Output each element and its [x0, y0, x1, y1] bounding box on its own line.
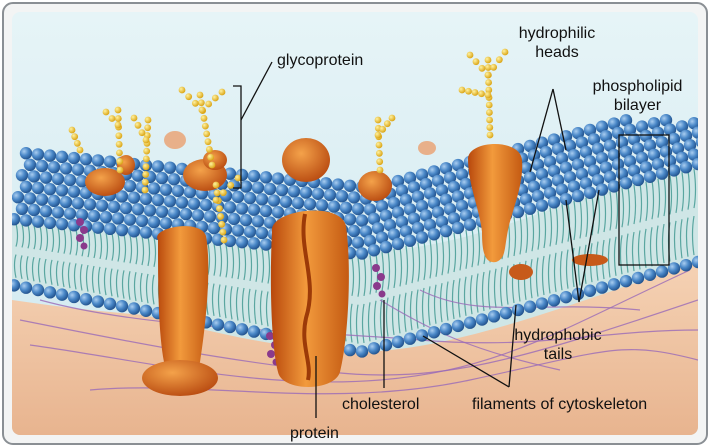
hydrophobic-tails-line1: hydrophobic: [506, 326, 610, 345]
hydrophobic-tails-label: hydrophobic tails: [506, 326, 610, 364]
protein-label: protein: [290, 424, 339, 443]
glycoprotein-label: glycoprotein: [277, 51, 363, 70]
hydrophilic-heads-label: hydrophilic heads: [511, 24, 603, 62]
phospholipid-bilayer-line1: phospholipid: [580, 77, 695, 96]
hydrophilic-heads-line2: heads: [511, 43, 603, 62]
hydrophilic-heads-line1: hydrophilic: [511, 24, 603, 43]
cholesterol-label: cholesterol: [342, 395, 419, 414]
filaments-label: filaments of cytoskeleton: [472, 395, 647, 414]
transmembrane-protein-channel: [271, 211, 349, 387]
phospholipid-bilayer-line2: bilayer: [580, 96, 695, 115]
hydrophobic-tails-line2: tails: [506, 345, 610, 364]
phospholipid-bilayer-label: phospholipid bilayer: [580, 77, 695, 115]
